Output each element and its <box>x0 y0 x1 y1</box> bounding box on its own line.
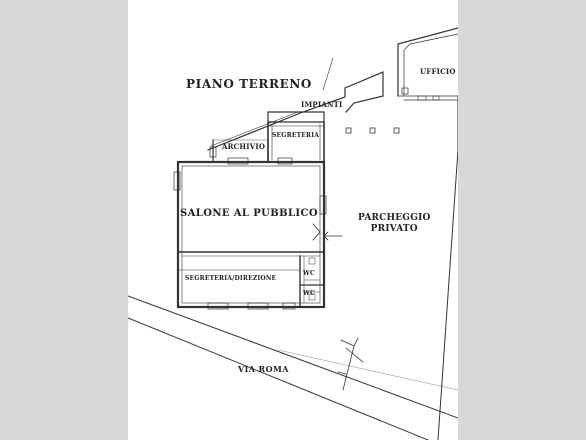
entrance-arrow-icon <box>323 231 343 241</box>
archivio-walls <box>209 139 269 163</box>
room-label-wc-upper: WC <box>303 270 315 277</box>
room-label-salone: SALONE AL PUBBLICO <box>180 208 318 219</box>
floor-plan-sheet: PIANO TERRENO UFFICIO IMPIANTI SEGRETERI… <box>128 0 458 440</box>
ufficio-outline <box>397 27 458 101</box>
via-roma-street-lines <box>128 295 458 440</box>
room-label-impianti: IMPIANTI <box>301 100 343 109</box>
parking-label: PARCHEGGIO PRIVATO <box>358 213 431 235</box>
main-building-walls <box>173 157 327 310</box>
parking-label-line1: PARCHEGGIO <box>358 213 431 223</box>
floor-plan-drawing <box>128 27 458 440</box>
north-arrow-icon <box>337 337 364 391</box>
portico-columns <box>345 127 400 134</box>
street-label: VIA ROMA <box>238 364 289 374</box>
parking-boundary <box>437 95 458 440</box>
room-label-archivio: ARCHIVIO <box>222 142 266 151</box>
plan-title: PIANO TERRENO <box>186 77 312 91</box>
parking-label-line2: PRIVATO <box>370 224 418 234</box>
property-boundary-line <box>207 57 384 151</box>
room-label-segreteria-direzione: SEGRETERIA/DIREZIONE <box>185 275 277 282</box>
room-label-wc-lower: WC <box>303 290 315 297</box>
room-label-ufficio: UFFICIO <box>420 67 456 76</box>
room-label-segreteria: SEGRETERIA <box>272 132 320 139</box>
